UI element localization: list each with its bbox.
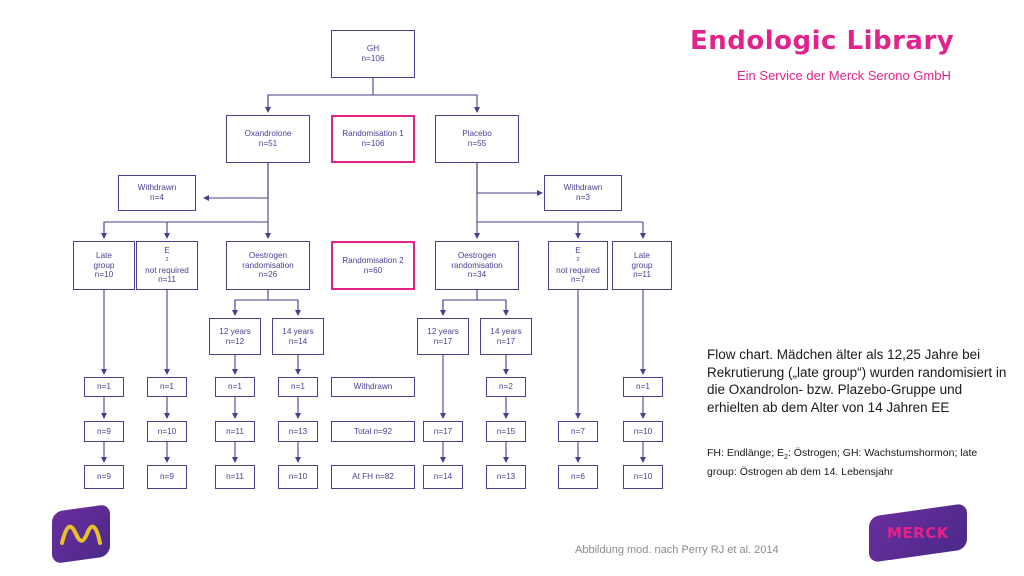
total-count-box: n=9 xyxy=(84,421,124,442)
final-height-count-box: n=10 xyxy=(278,465,318,489)
final-height-count-box: n=9 xyxy=(84,465,124,489)
withdrawn-count-box: n=1 xyxy=(215,377,255,397)
withdrawn-count-box: n=1 xyxy=(84,377,124,397)
final-height-count-box: n=14 xyxy=(423,465,463,489)
total-count-box: n=10 xyxy=(147,421,187,442)
total-count-box: n=7 xyxy=(558,421,598,442)
connector-oestrogen-right-split xyxy=(442,290,507,315)
final-height-row-label: At FH n=82 xyxy=(331,465,415,489)
caption-legend: FH: Endlänge; E2: Östrogen; GH: Wachstum… xyxy=(707,447,978,479)
withdrawn-count-box: n=1 xyxy=(147,377,187,397)
source-citation: Abbildung mod. nach Perry RJ et al. 2014 xyxy=(575,544,779,556)
connector-placebo-withdrawn xyxy=(476,163,543,196)
total-count-box: n=11 xyxy=(215,421,255,442)
merck-m-icon xyxy=(60,524,102,545)
total-row-label: Total n=92 xyxy=(331,421,415,442)
merck-symbol-logo xyxy=(52,503,110,565)
final-height-count-box: n=11 xyxy=(215,465,255,489)
library-subtitle: Ein Service der Merck Serono GmbH xyxy=(737,68,951,83)
total-count-box: n=10 xyxy=(623,421,663,442)
withdrawn-count-box: n=1 xyxy=(278,377,318,397)
final-height-count-box: n=6 xyxy=(558,465,598,489)
final-height-count-box: n=10 xyxy=(623,465,663,489)
connector-oxandrolone-withdrawn xyxy=(203,163,269,201)
final-height-count-box: n=9 xyxy=(147,465,187,489)
withdrawn-count-box: n=1 xyxy=(623,377,663,397)
library-title: Endologic Library xyxy=(690,26,955,56)
total-count-box: n=15 xyxy=(486,421,526,442)
withdrawn-row-label: Withdrawn xyxy=(331,377,415,397)
caption-main: Flow chart. Mädchen älter als 12,25 Jahr… xyxy=(707,347,1007,415)
total-count-box: n=17 xyxy=(423,421,463,442)
connector-gh-split xyxy=(267,78,477,112)
connector-oestrogen-left-split xyxy=(234,290,299,315)
withdrawn-count-box: n=2 xyxy=(486,377,526,397)
final-height-count-box: n=13 xyxy=(486,465,526,489)
total-count-box: n=13 xyxy=(278,421,318,442)
